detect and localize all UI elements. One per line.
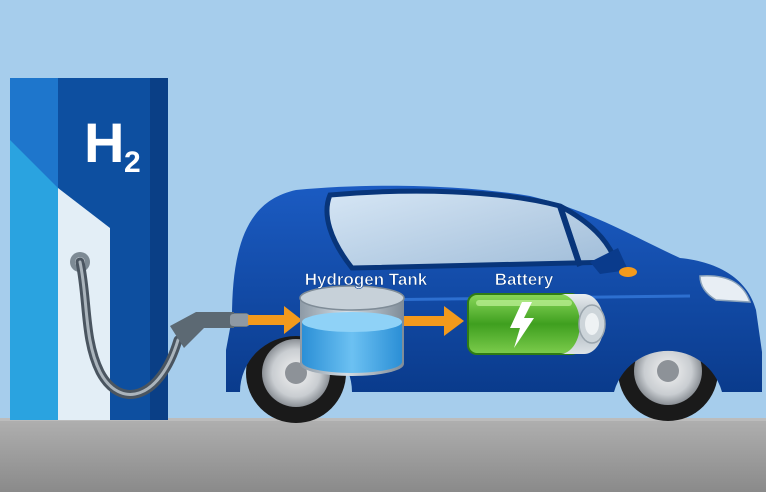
- tank-fluid-surface: [302, 312, 402, 332]
- window-pillar: [557, 205, 583, 267]
- flow-arrow-station-to-tank: [248, 306, 302, 334]
- ground-edge: [0, 418, 766, 421]
- station-side-shade: [150, 78, 168, 420]
- tank-label: Hydrogen Tank: [305, 270, 428, 289]
- hydrogen-tank: Hydrogen Tank: [299, 270, 428, 376]
- nozzle-tip: [230, 314, 250, 326]
- station-light-stripe: [10, 140, 58, 420]
- battery-terminal-center: [585, 313, 599, 335]
- indicator-light: [619, 267, 637, 277]
- fuel-hose: [75, 257, 183, 399]
- tank-top: [299, 285, 405, 311]
- fuel-nozzle: [170, 312, 250, 348]
- nozzle-handle: [170, 312, 234, 348]
- ground: [0, 418, 766, 492]
- hydrogen-station: H 2: [10, 78, 168, 420]
- tank-fluid: [302, 322, 402, 373]
- side-mirror: [590, 248, 628, 274]
- headlight: [699, 275, 752, 303]
- lightning-bolt-icon: [510, 302, 534, 348]
- flow-arrow-tank-to-battery: [404, 306, 464, 336]
- battery: Battery: [467, 270, 606, 355]
- station-h-label: H: [84, 111, 124, 174]
- car-window: [324, 188, 620, 271]
- station-subscript-label: 2: [124, 146, 141, 179]
- battery-label: Battery: [495, 270, 554, 289]
